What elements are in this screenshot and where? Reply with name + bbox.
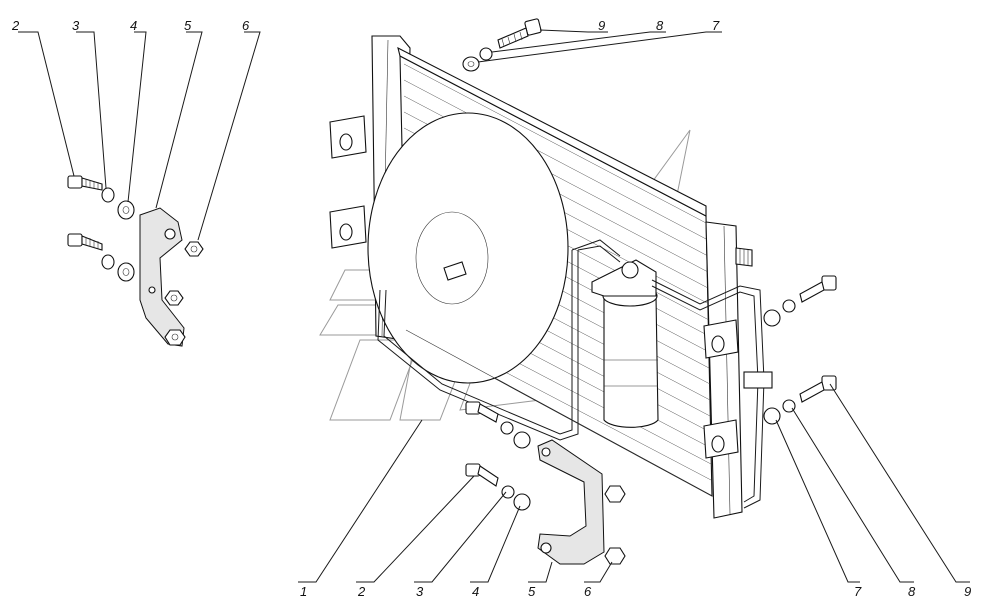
nut-icon: [164, 329, 186, 346]
flat-washer-icon: [462, 56, 480, 72]
lock-washer-icon: [501, 485, 515, 499]
bolt-icon: [799, 275, 837, 303]
mounting-bracket-icon: [537, 439, 605, 565]
nut-icon: [604, 485, 626, 503]
callout-label: 4: [472, 584, 479, 599]
left-bracket-assembly: [67, 175, 204, 347]
callout-label: 8: [908, 584, 916, 599]
lock-washer-icon: [101, 254, 115, 270]
callout-label: 3: [416, 584, 424, 599]
lock-washer-icon: [479, 47, 493, 61]
lock-washer-icon: [782, 399, 796, 413]
flat-washer-icon: [117, 262, 135, 282]
callouts-bottom: 1 2 3 4 5 6 7 8 9: [300, 584, 971, 599]
callout-label: 5: [528, 584, 536, 599]
bolt-icon: [799, 375, 837, 403]
fan-shroud-icon: [367, 112, 569, 384]
mounting-bracket-icon: [139, 207, 185, 347]
callout-label: 5: [184, 18, 192, 33]
lock-washer-icon: [782, 299, 796, 313]
leader-lines-top: [477, 29, 722, 63]
leader-lines-bottom: [298, 383, 970, 583]
callout-label: 6: [242, 18, 250, 33]
callout-label: 4: [130, 18, 137, 33]
upper-fasteners: [462, 18, 542, 72]
callout-label: 2: [357, 584, 366, 599]
callout-label: 2: [11, 18, 20, 33]
callout-label: 9: [598, 18, 605, 33]
lower-bracket-assembly: [465, 401, 626, 565]
leader-lines-left: [18, 31, 261, 241]
flat-washer-icon: [763, 407, 781, 425]
lock-washer-icon: [101, 187, 115, 203]
callout-label: 7: [712, 18, 720, 33]
nut-icon: [184, 241, 204, 257]
callout-label: 8: [656, 18, 664, 33]
bolt-icon: [465, 463, 499, 487]
callout-label: 3: [72, 18, 80, 33]
flat-washer-icon: [117, 200, 135, 220]
callout-label: 6: [584, 584, 592, 599]
bolt-icon: [67, 175, 103, 191]
receiver-drier-icon: [591, 259, 659, 428]
right-upper-fasteners: [763, 275, 837, 327]
nut-icon: [604, 547, 626, 565]
bolt-icon: [465, 401, 499, 423]
lock-washer-icon: [500, 421, 514, 435]
flat-washer-icon: [763, 309, 781, 327]
flat-washer-icon: [513, 431, 531, 449]
callout-label: 7: [854, 584, 862, 599]
callout-label: 1: [300, 584, 307, 599]
flat-washer-icon: [513, 493, 531, 511]
bolt-icon: [497, 18, 542, 49]
nut-icon: [164, 290, 184, 306]
bolt-icon: [67, 233, 103, 251]
condenser-assembly: [329, 35, 773, 519]
callouts-top: 9 8 7: [598, 18, 720, 33]
right-lower-fasteners: [763, 375, 837, 425]
callouts-left: 2 3 4 5 6: [11, 18, 250, 33]
callout-label: 9: [964, 584, 971, 599]
